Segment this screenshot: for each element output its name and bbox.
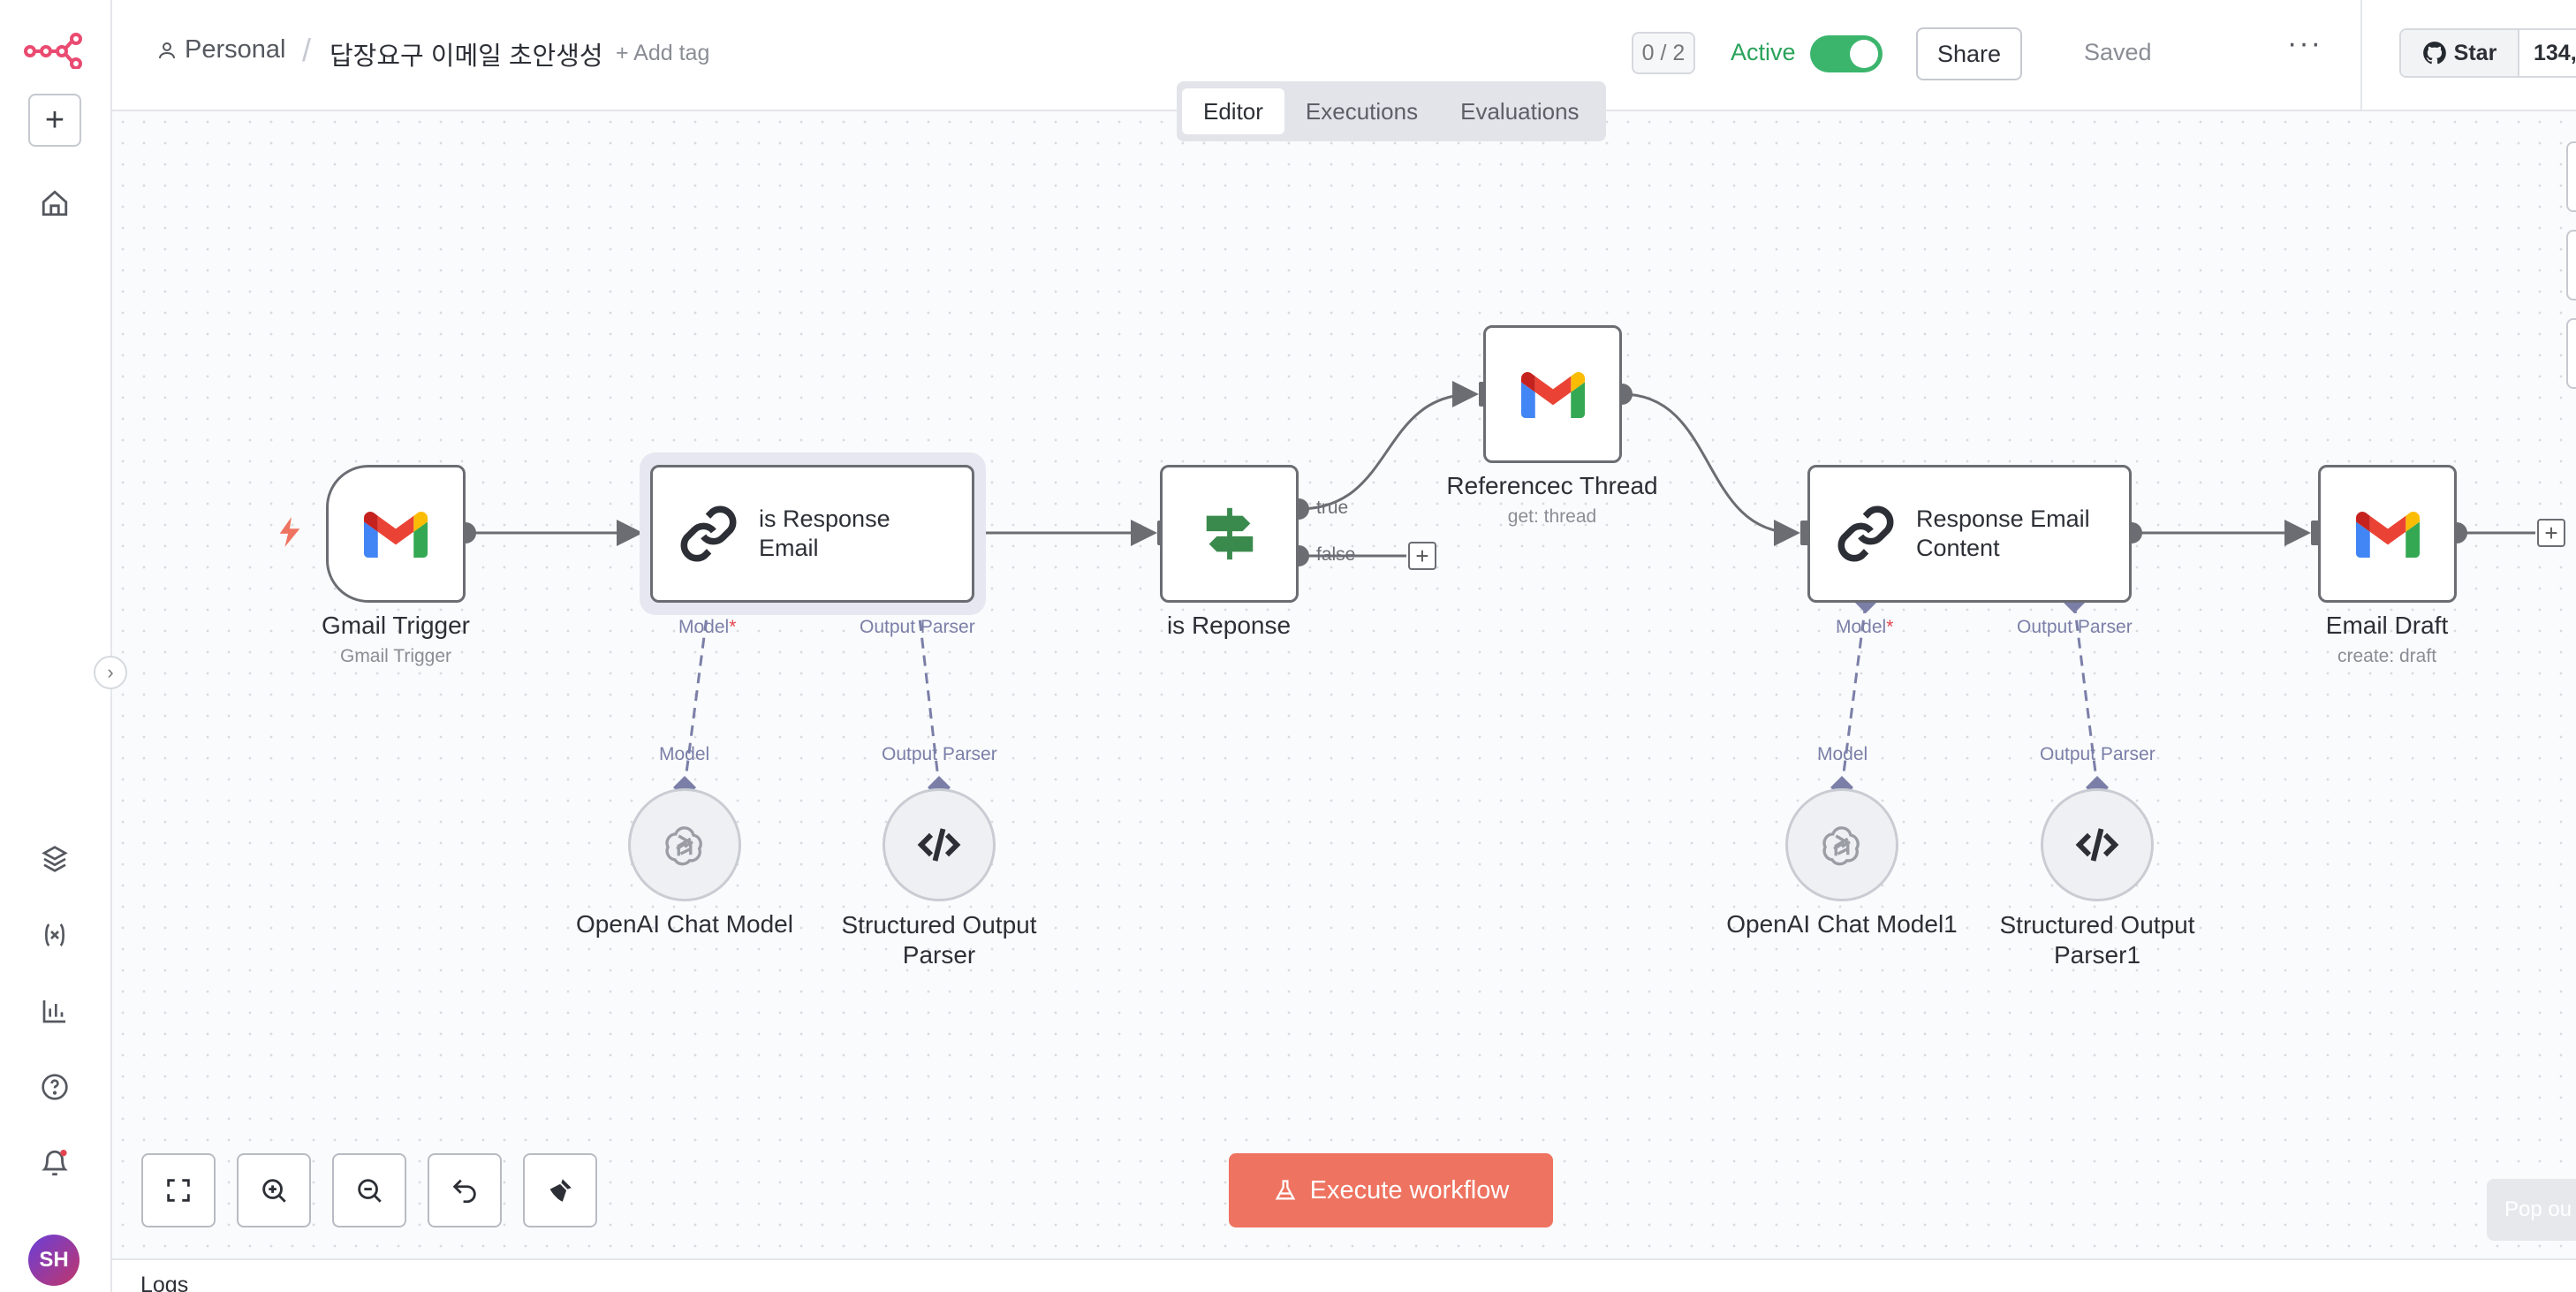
share-button[interactable]: Share	[1916, 27, 2022, 80]
node-openai-chat-model[interactable]	[628, 788, 741, 901]
node-response-email-content[interactable]: Response Email Content	[1807, 465, 2132, 603]
project-name: Personal	[185, 35, 286, 64]
add-tag-button[interactable]: + Add tag	[616, 41, 710, 65]
node-label: OpenAI Chat Model1	[1726, 910, 1958, 938]
port-label-output-parser: Output Parser	[882, 744, 997, 764]
pop-out-button[interactable]: Pop ou	[2487, 1179, 2576, 1241]
gmail-icon	[1520, 372, 1585, 418]
gmail-icon	[364, 512, 428, 558]
logs-panel[interactable]: Logs	[112, 1258, 2576, 1292]
n8n-logo-icon[interactable]	[23, 30, 85, 69]
logs-label: Logs	[140, 1273, 189, 1292]
sidebar-collapse-button[interactable]: ›	[94, 656, 127, 689]
tab-editor[interactable]: Editor	[1182, 88, 1284, 134]
add-node-after-draft-button[interactable]: +	[2537, 519, 2565, 547]
zoom-out-icon	[358, 1179, 382, 1203]
node-label: OpenAI Chat Model	[576, 910, 793, 938]
help-icon[interactable]	[34, 1066, 76, 1108]
templates-icon[interactable]	[34, 838, 76, 880]
execute-workflow-button[interactable]: Execute workflow	[1229, 1153, 1553, 1227]
undo-icon	[452, 1179, 476, 1204]
github-star-button[interactable]: Star 134,	[2399, 28, 2576, 78]
flask-icon	[1275, 1180, 1295, 1200]
node-label: is Reponse	[1166, 612, 1292, 639]
user-avatar[interactable]: SH	[28, 1235, 80, 1286]
node-label: Structured Output Parser	[841, 911, 1037, 969]
node-is-response-email[interactable]: is Response Email	[650, 465, 974, 603]
add-node-false-branch-button[interactable]: +	[1408, 542, 1436, 570]
fullscreen-icon	[167, 1179, 190, 1202]
node-email-draft[interactable]	[2318, 465, 2457, 603]
chain-link-icon	[680, 505, 737, 562]
tidy-up-button[interactable]	[523, 1153, 597, 1227]
node-gmail-trigger[interactable]	[326, 465, 466, 603]
trigger-bolt-icon	[279, 517, 300, 551]
new-button[interactable]: +	[28, 94, 81, 147]
more-options-button[interactable]: ···	[2287, 27, 2322, 60]
notifications-bell-icon[interactable]	[34, 1142, 76, 1184]
node-is-reponse[interactable]	[1160, 465, 1299, 603]
node-structured-output-parser1[interactable]	[2041, 788, 2154, 901]
right-panel-tab[interactable]	[2566, 318, 2576, 389]
left-sidebar: + SH	[0, 0, 112, 1292]
port-label-model: Model*	[1836, 617, 1894, 637]
active-toggle[interactable]	[1810, 35, 1883, 72]
node-subtitle: Gmail Trigger	[339, 646, 452, 666]
variables-icon[interactable]	[34, 914, 76, 956]
header-divider	[2360, 0, 2362, 111]
branch-label-true: true	[1316, 498, 1349, 518]
openai-icon	[1822, 826, 1860, 866]
signpost-icon	[1206, 507, 1253, 560]
active-label: Active	[1731, 39, 1796, 65]
zoom-in-button[interactable]	[237, 1153, 311, 1227]
node-title: Response Email Content	[1916, 505, 2090, 561]
port-label-output-parser: Output Parser	[2040, 744, 2156, 764]
reset-zoom-button[interactable]	[428, 1153, 502, 1227]
breadcrumb-project[interactable]: Personal	[156, 35, 285, 65]
node-subtitle: get: thread	[1507, 506, 1597, 527]
broom-icon	[549, 1179, 572, 1202]
port-label-model: Model*	[678, 617, 737, 637]
code-icon	[917, 828, 961, 862]
port-label-model: Model	[1817, 744, 1868, 764]
breadcrumb-separator: /	[302, 32, 312, 68]
fit-view-button[interactable]	[141, 1153, 216, 1227]
zoom-in-icon	[262, 1179, 286, 1203]
home-icon[interactable]	[34, 182, 76, 224]
saved-status: Saved	[2084, 39, 2152, 65]
insights-icon[interactable]	[34, 990, 76, 1032]
tab-executions[interactable]: Executions	[1305, 97, 1419, 125]
node-openai-chat-model1[interactable]	[1785, 788, 1898, 901]
version-count-badge[interactable]: 0 / 2	[1632, 32, 1695, 74]
zoom-out-button[interactable]	[332, 1153, 406, 1227]
gmail-icon	[2355, 512, 2420, 558]
github-star-label: Star	[2453, 40, 2497, 65]
node-label: Email Draft	[2325, 612, 2449, 639]
node-label: Referencec Thread	[1446, 472, 1658, 499]
openai-icon	[665, 826, 702, 866]
node-label: Structured Output Parser1	[1999, 911, 2195, 969]
right-panel-tab[interactable]	[2566, 141, 2576, 212]
node-title: is Response Email	[759, 505, 890, 561]
github-icon	[2422, 42, 2446, 65]
view-tabs: Editor Executions Evaluations	[1177, 81, 1606, 141]
right-panel-tab[interactable]	[2566, 230, 2576, 300]
port-label-model: Model	[659, 744, 710, 764]
node-reference-thread[interactable]	[1483, 325, 1622, 463]
port-label-output-parser: Output Parser	[860, 617, 975, 637]
user-icon	[159, 42, 175, 58]
workflow-canvas[interactable]	[112, 111, 2576, 1258]
chain-link-icon	[1837, 505, 1894, 562]
github-star-count: 134,	[2534, 40, 2576, 65]
tab-evaluations[interactable]: Evaluations	[1460, 97, 1580, 125]
port-label-output-parser: Output Parser	[2017, 617, 2133, 637]
top-header: Personal / 답장요구 이메일 초안생성 + Add tag 0 / 2…	[112, 0, 2576, 111]
execute-workflow-label: Execute workflow	[1309, 1175, 1510, 1205]
node-subtitle: create: draft	[2337, 646, 2437, 666]
node-label: Gmail Trigger	[321, 612, 471, 639]
code-icon	[2075, 828, 2119, 862]
branch-label-false: false	[1316, 544, 1356, 565]
workflow-title[interactable]: 답장요구 이메일 초안생성	[330, 42, 603, 71]
node-structured-output-parser[interactable]	[883, 788, 996, 901]
